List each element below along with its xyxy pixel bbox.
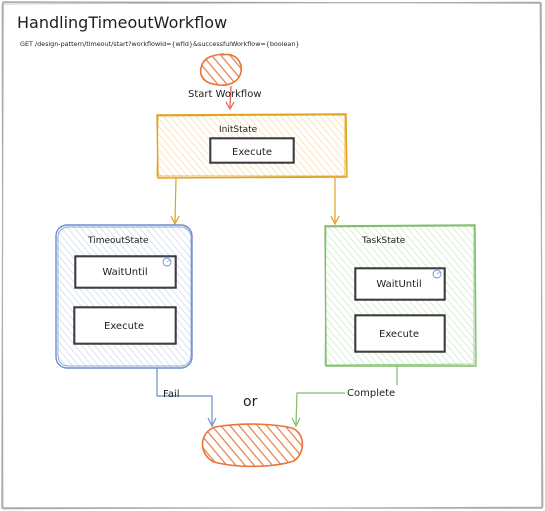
endpoint-label: GET /design-pattern/timeout/start?workfl… [20, 40, 299, 48]
init-state-title: InitState [219, 125, 258, 135]
timeout-execute-label: Execute [104, 321, 144, 332]
end-node [201, 423, 304, 468]
init-execute-label: Execute [232, 147, 272, 158]
fail-edge [156, 368, 217, 428]
init-execute-box: Execute [209, 137, 295, 164]
init-to-timeout-arrow [170, 177, 180, 226]
task-waituntil-label: WaitUntil [376, 279, 421, 290]
fail-label: Fail [163, 389, 180, 400]
start-label: Start Workflow [188, 89, 262, 100]
start-arrow [229, 85, 232, 108]
complete-label: Complete [347, 388, 395, 399]
diagram-title: HandlingTimeoutWorkflow [17, 13, 227, 32]
timeout-waituntil-box: WaitUntil [74, 255, 177, 289]
timeout-execute-box: Execute [73, 306, 177, 345]
task-waituntil-box: WaitUntil [354, 267, 446, 301]
task-state-title: TaskState [361, 236, 406, 246]
or-label: or [243, 394, 258, 410]
task-execute-box: Execute [354, 314, 446, 353]
timer-icon [162, 256, 172, 267]
timer-icon [432, 268, 442, 279]
timeout-state-title: TimeoutState [87, 236, 149, 246]
start-node [199, 53, 243, 86]
timeout-waituntil-label: WaitUntil [102, 267, 147, 278]
timeout-state: TimeoutState [55, 224, 193, 369]
task-execute-label: Execute [379, 329, 419, 340]
init-to-task-arrow [330, 178, 340, 226]
